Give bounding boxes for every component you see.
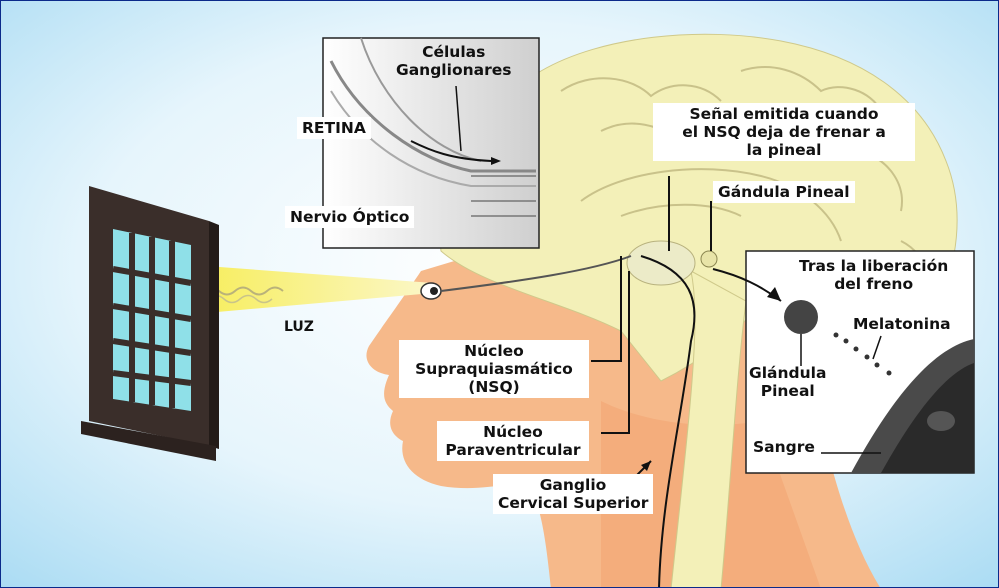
label-luz: LUZ <box>284 318 314 336</box>
label-celulas-ganglionares: Células Ganglionares <box>396 43 511 79</box>
label-tras-liberacion: Tras la liberación del freno <box>799 257 948 293</box>
label-nsq: Núcleo Supraquiasmático (NSQ) <box>399 340 589 398</box>
label-senal: Señal emitida cuando el NSQ deja de fren… <box>653 103 915 161</box>
label-melatonina: Melatonina <box>853 315 951 333</box>
label-glandula-pineal: Gándula Pineal <box>713 181 855 203</box>
label-nucleo-paraventricular: Núcleo Paraventricular <box>437 421 589 461</box>
window-illustration <box>81 186 219 461</box>
label-ganglio: Ganglio Cervical Superior <box>493 474 653 514</box>
label-glandula-pineal-inset: Glándula Pineal <box>749 364 826 400</box>
label-sangre: Sangre <box>753 438 815 456</box>
label-retina: RETINA <box>297 117 371 139</box>
label-nervio-optico: Nervio Óptico <box>285 206 414 228</box>
pineal-gland-small <box>701 251 717 267</box>
